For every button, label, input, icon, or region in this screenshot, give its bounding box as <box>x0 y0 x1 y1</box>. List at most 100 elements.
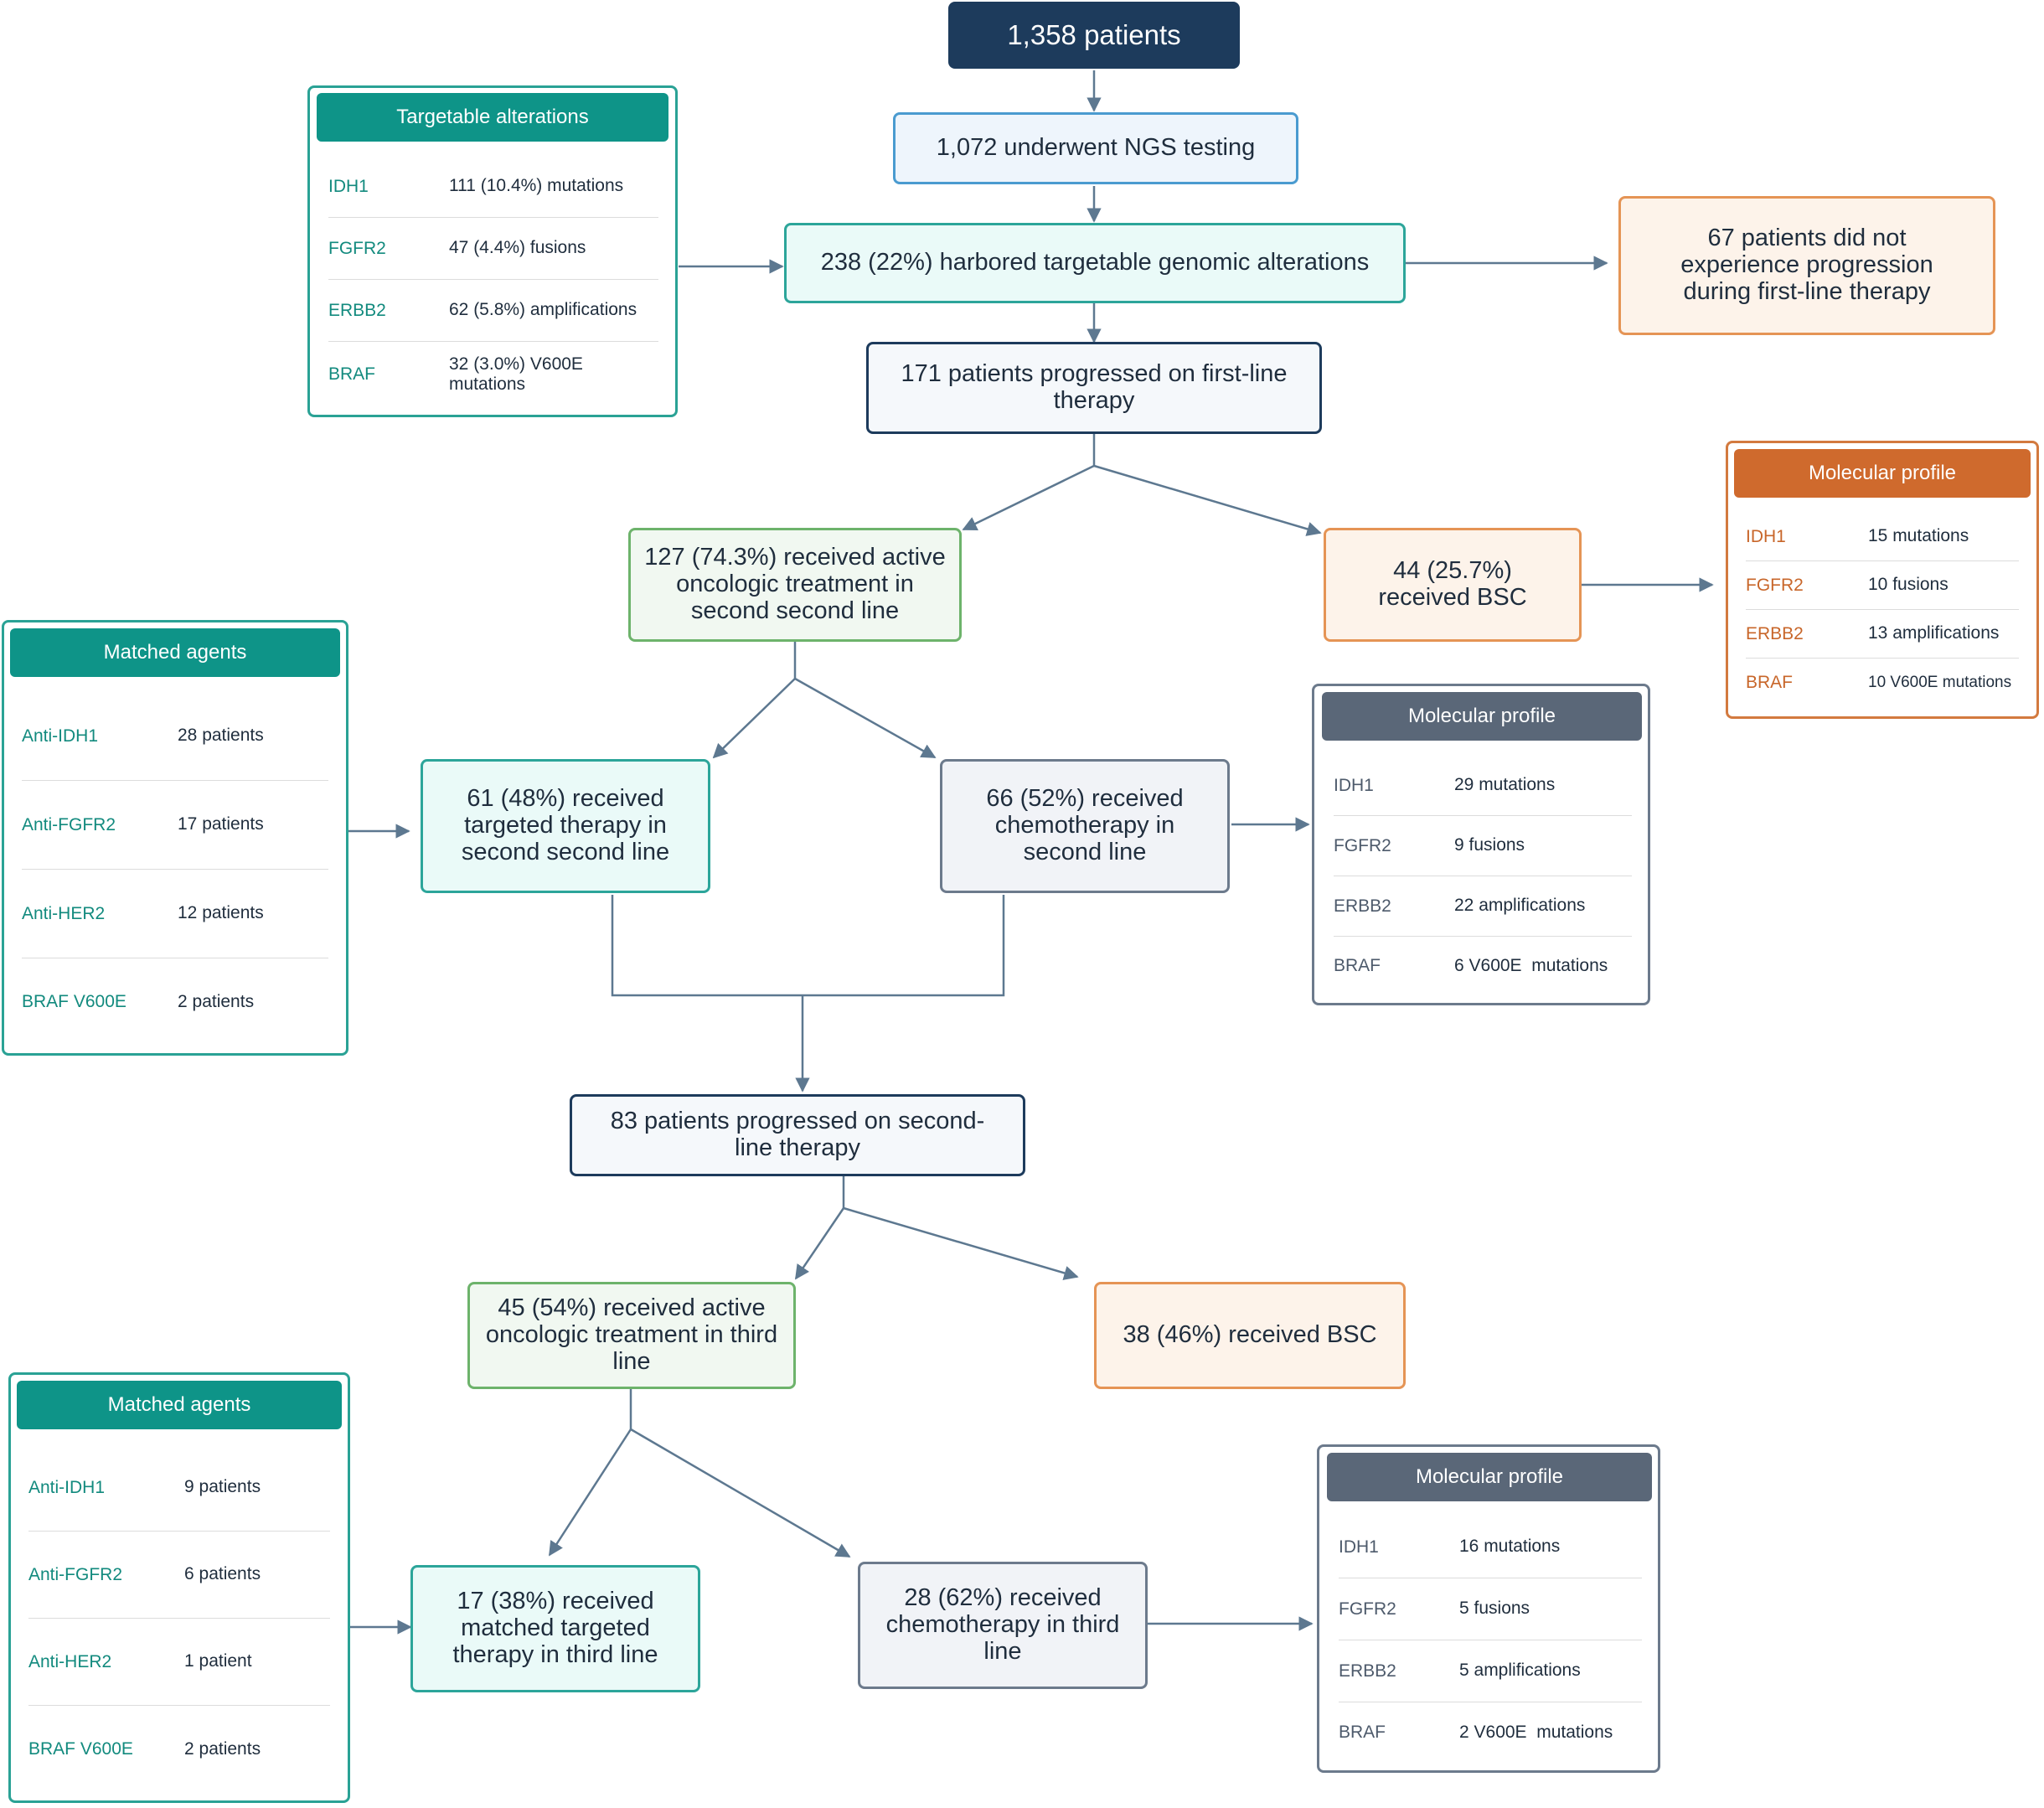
node-targeted-third-line: 17 (38%) received matched targeted thera… <box>410 1565 700 1692</box>
panel-title: Molecular profile <box>1322 692 1642 741</box>
arrow-to-targeted-second <box>712 678 796 759</box>
agent-row: Anti-IDH1 9 patients <box>28 1444 330 1532</box>
gene-label: FGFR2 <box>1339 1599 1396 1619</box>
gene-label: ERBB2 <box>328 300 386 320</box>
panel-title: Molecular profile <box>1734 449 2031 498</box>
node-progressed-second-line: 83 patients progressed on second-line th… <box>570 1094 1025 1176</box>
gene-value: 22 amplifications <box>1454 896 1586 916</box>
gene-value: 32 (3.0%) V600E mutations <box>449 354 583 394</box>
node-ngs-testing: 1,072 underwent NGS testing <box>893 112 1298 184</box>
panel-matched-agents-second-line <box>2 620 348 1056</box>
agent-value: 9 patients <box>184 1477 261 1497</box>
agent-label: Anti-HER2 <box>28 1651 112 1671</box>
profile-row: BRAF 6 V600E mutations <box>1334 937 1632 995</box>
profile-row: FGFR2 5 fusions <box>1339 1578 1642 1640</box>
panel-title: Molecular profile <box>1327 1453 1652 1501</box>
agent-value: 2 patients <box>178 991 255 1011</box>
node-active-third-line: 45 (54%) received active oncologic treat… <box>467 1282 796 1389</box>
agent-label: Anti-IDH1 <box>22 726 99 746</box>
gene-value: 2 V600E mutations <box>1459 1722 1613 1742</box>
agent-row: Anti-HER2 12 patients <box>22 870 328 958</box>
profile-row: ERBB2 22 amplifications <box>1334 876 1632 937</box>
gene-label: ERBB2 <box>1339 1661 1396 1681</box>
agent-row: Anti-FGFR2 6 patients <box>28 1532 330 1619</box>
gene-label: IDH1 <box>1746 526 1786 546</box>
alteration-row: IDH1 111 (10.4%) mutations <box>328 156 658 218</box>
profile-row: BRAF 10 V600E mutations <box>1746 659 2019 707</box>
line-merge-second <box>611 895 1005 997</box>
gene-value: 29 mutations <box>1454 775 1556 795</box>
gene-value: 111 (10.4%) mutations <box>449 176 624 196</box>
arrow-to-bsc-second <box>1093 464 1322 536</box>
gene-label: FGFR2 <box>1334 835 1391 855</box>
gene-value: 47 (4.4%) fusions <box>449 238 586 258</box>
agent-value: 28 patients <box>178 726 264 746</box>
gene-value: 6 V600E mutations <box>1454 955 1608 975</box>
node-chemo-second-line: 66 (52%) received chemotherapy in second… <box>940 759 1230 893</box>
gene-value: 13 amplifications <box>1868 623 2000 643</box>
gene-label: BRAF <box>1746 673 1794 692</box>
node-progressed-first-line: 171 patients progressed on first-line th… <box>866 342 1322 434</box>
panel-title: Matched agents <box>10 628 340 677</box>
node-targetable-alterations: 238 (22%) harbored targetable genomic al… <box>784 223 1406 303</box>
gene-value: 15 mutations <box>1868 526 1969 546</box>
node-active-second-line: 127 (74.3%) received active oncologic tr… <box>628 528 962 642</box>
panel-matched-agents-third-line <box>8 1372 350 1803</box>
profile-row: IDH1 29 mutations <box>1334 756 1632 816</box>
arrow-to-chemo-second <box>794 677 937 759</box>
profile-row: FGFR2 10 fusions <box>1746 561 2019 610</box>
gene-label: ERBB2 <box>1334 896 1391 916</box>
profile-row: IDH1 15 mutations <box>1746 513 2019 561</box>
gene-value: 10 fusions <box>1868 575 1949 595</box>
agent-label: Anti-HER2 <box>22 903 106 923</box>
node-no-progression: 67 patients did not experience progressi… <box>1618 196 1995 335</box>
agent-value: 12 patients <box>178 903 264 923</box>
panel-title: Targetable alterations <box>317 93 668 142</box>
arrow-to-active-third <box>794 1207 845 1280</box>
agent-row: Anti-HER2 1 patient <box>28 1619 330 1706</box>
profile-row: ERBB2 5 amplifications <box>1339 1640 1642 1702</box>
alteration-row: ERBB2 62 (5.8%) amplifications <box>328 280 658 342</box>
gene-label: IDH1 <box>1339 1537 1379 1557</box>
agent-label: Anti-IDH1 <box>28 1477 106 1497</box>
gene-value: 5 fusions <box>1459 1599 1530 1619</box>
agent-row: Anti-IDH1 28 patients <box>22 692 328 781</box>
agent-row: BRAF V600E 2 patients <box>28 1706 330 1793</box>
gene-label: BRAF <box>1334 956 1381 975</box>
gene-label: BRAF <box>328 364 376 384</box>
arrow-to-targeted-third <box>548 1428 632 1557</box>
gene-label: IDH1 <box>328 176 369 196</box>
node-total-patients: 1,358 patients <box>948 2 1240 69</box>
arrow-to-bsc-third <box>843 1206 1079 1280</box>
agent-value: 2 patients <box>184 1738 261 1759</box>
node-targeted-second-line: 61 (48%) received targeted therapy in se… <box>421 759 710 893</box>
profile-row: BRAF 2 V600E mutations <box>1339 1702 1642 1763</box>
node-bsc-second-line: 44 (25.7%) received BSC <box>1324 528 1582 642</box>
profile-row: FGFR2 9 fusions <box>1334 816 1632 876</box>
gene-value: 5 amplifications <box>1459 1661 1581 1681</box>
gene-value: 9 fusions <box>1454 835 1525 855</box>
gene-value: 16 mutations <box>1459 1537 1561 1557</box>
agent-value: 1 patient <box>184 1651 252 1671</box>
panel-title: Matched agents <box>17 1381 342 1429</box>
agent-label: Anti-FGFR2 <box>28 1564 123 1584</box>
arrow-to-chemo-third <box>630 1428 851 1558</box>
gene-label: ERBB2 <box>1746 623 1804 643</box>
agent-label: BRAF V600E <box>28 1739 133 1759</box>
agent-value: 6 patients <box>184 1564 261 1584</box>
profile-row: ERBB2 13 amplifications <box>1746 610 2019 659</box>
gene-label: BRAF <box>1339 1723 1386 1742</box>
gene-label: FGFR2 <box>1746 575 1804 595</box>
alteration-row: BRAF 32 (3.0%) V600E mutations <box>328 342 658 407</box>
gene-value: 62 (5.8%) amplifications <box>449 300 637 320</box>
arrow-to-active-second <box>962 464 1095 531</box>
agent-value: 17 patients <box>178 814 264 834</box>
agent-label: Anti-FGFR2 <box>22 814 116 834</box>
node-bsc-third-line: 38 (46%) received BSC <box>1094 1282 1406 1389</box>
agent-row: Anti-FGFR2 17 patients <box>22 781 328 870</box>
agent-label: BRAF V600E <box>22 992 126 1011</box>
gene-value: 10 V600E mutations <box>1868 674 2012 692</box>
gene-label: IDH1 <box>1334 775 1374 795</box>
